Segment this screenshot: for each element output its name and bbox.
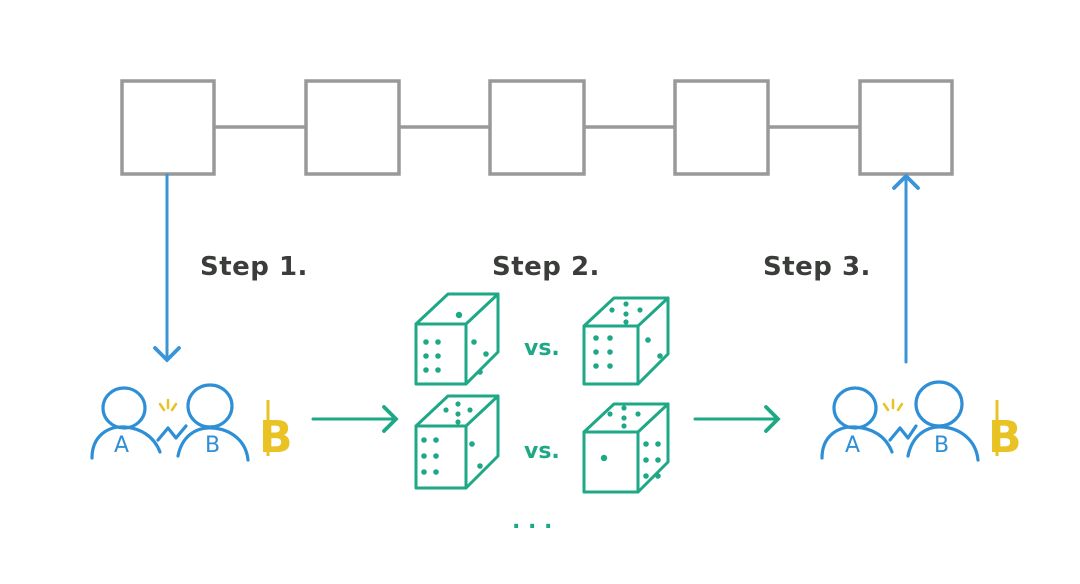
- person-icon: [820, 386, 894, 460]
- person-a-letter: A: [114, 433, 129, 458]
- chain-block-3: [488, 79, 586, 176]
- blue-arrows: [153, 173, 920, 364]
- spark-lines: [882, 398, 904, 412]
- blockchain: [120, 79, 954, 176]
- person-b-letter: B: [934, 433, 949, 458]
- step-1-label: Step 1.: [200, 252, 308, 282]
- person-icon: [176, 383, 250, 462]
- chain-block-1: [120, 79, 216, 176]
- step-3-label: Step 3.: [763, 252, 871, 282]
- handshake-icon: [888, 424, 918, 442]
- step-2-label: Step 2.: [492, 252, 600, 282]
- chain-block-4: [673, 79, 770, 176]
- bitcoin-icon: B: [988, 400, 1022, 463]
- die-icon: [582, 402, 670, 494]
- bitcoin-letter: B: [259, 412, 293, 463]
- chain-block-5: [858, 79, 954, 176]
- vs-label-bottom: vs.: [524, 439, 560, 464]
- handshake-icon: [156, 424, 188, 442]
- die-icon: [414, 394, 500, 490]
- right-parties: [820, 380, 980, 462]
- dice-pips: [421, 301, 663, 479]
- bitcoin-icon: B: [259, 400, 293, 463]
- dice-comparisons: [414, 292, 670, 494]
- vs-label-top: vs.: [524, 336, 560, 361]
- spark-lines: [158, 398, 178, 412]
- person-icon: [90, 386, 162, 460]
- person-b-letter: B: [205, 433, 220, 458]
- left-parties: [90, 383, 250, 462]
- die-icon: [414, 292, 500, 386]
- person-a-letter: A: [845, 433, 860, 458]
- die-icon: [582, 296, 670, 386]
- chain-block-2: [304, 79, 401, 176]
- person-icon: [906, 380, 980, 462]
- ellipsis-label: . . .: [512, 509, 552, 534]
- bitcoin-letter: B: [988, 412, 1022, 463]
